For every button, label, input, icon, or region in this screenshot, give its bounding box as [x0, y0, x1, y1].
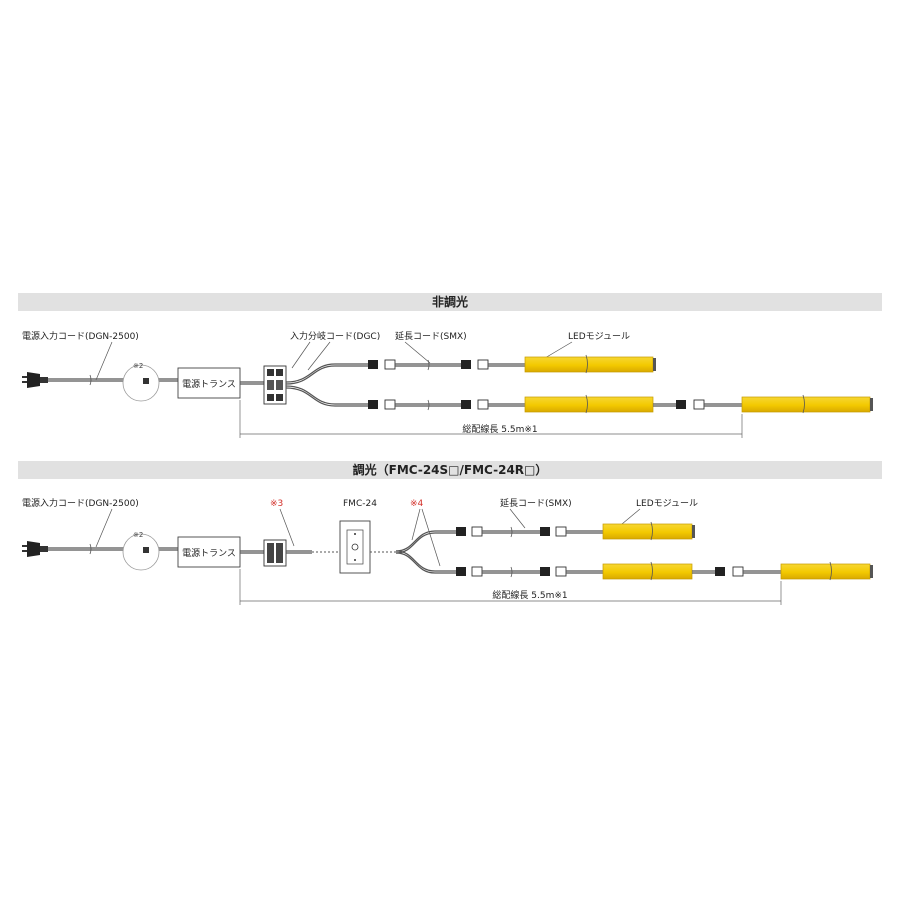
note2-label: ※2: [133, 531, 143, 539]
input-connector: [263, 539, 287, 567]
note2-label: ※2: [133, 362, 143, 370]
note3-label: ※3: [270, 499, 283, 509]
total-length-label: 総配線長 5.5m※1: [492, 589, 567, 601]
branch-cord-wires: [285, 363, 368, 407]
power-cord-label: 電源入力コード(DGN-2500): [22, 330, 139, 342]
led-module-label: LEDモジュール: [636, 499, 698, 509]
section-title: 調光（FMC-24S□/FMC-24R□）: [353, 462, 548, 477]
transformer-label: 電源トランス: [182, 379, 236, 390]
total-length-label: 総配線長 5.5m※1: [462, 423, 537, 435]
power-cord-label: 電源入力コード(DGN-2500): [22, 497, 139, 509]
led-module-row2: [555, 561, 873, 581]
extension-cord-row2: [471, 566, 550, 578]
power-transformer: [177, 536, 241, 568]
total-length-dimension: [239, 400, 743, 438]
led-module-row1: [477, 354, 656, 374]
led-module-row2: [477, 394, 873, 414]
section-header-bar: [18, 293, 882, 311]
led-module-row1: [555, 521, 695, 541]
controller-label: FMC-24: [343, 499, 377, 509]
extension-cord-label: 延長コード(SMX): [395, 330, 467, 342]
power-transformer: [177, 367, 241, 399]
power-cord: [48, 378, 178, 382]
note2-circle: [122, 364, 160, 402]
branch-connector: [263, 365, 287, 405]
extension-cord-row2: [384, 399, 471, 411]
transformer-label: 電源トランス: [182, 548, 236, 559]
section-title: 非調光: [432, 294, 468, 309]
extension-cord-row1: [384, 359, 471, 371]
section-header-bar: [18, 461, 882, 479]
note2-circle: [122, 533, 160, 571]
branch-cord-wires: [395, 530, 456, 574]
branch-cord-label: 入力分岐コード(DGC): [290, 330, 380, 342]
section-dimming: 調光（FMC-24S□/FMC-24R□） 電源入力コード(DGN-2500) …: [18, 461, 882, 605]
power-plug-icon: [22, 372, 48, 388]
section-non-dimming: 非調光 電源入力コード(DGN-2500) 入力分岐コード(DGC) 延長コード…: [18, 293, 882, 438]
extension-cord-row1: [471, 526, 550, 538]
total-length-dimension: [239, 569, 782, 605]
extension-cord-label: 延長コード(SMX): [500, 497, 572, 509]
fmc24-controller: [339, 520, 371, 574]
led-module-label: LEDモジュール: [568, 332, 630, 342]
power-plug-icon: [22, 541, 48, 557]
note4-label: ※4: [410, 499, 424, 509]
